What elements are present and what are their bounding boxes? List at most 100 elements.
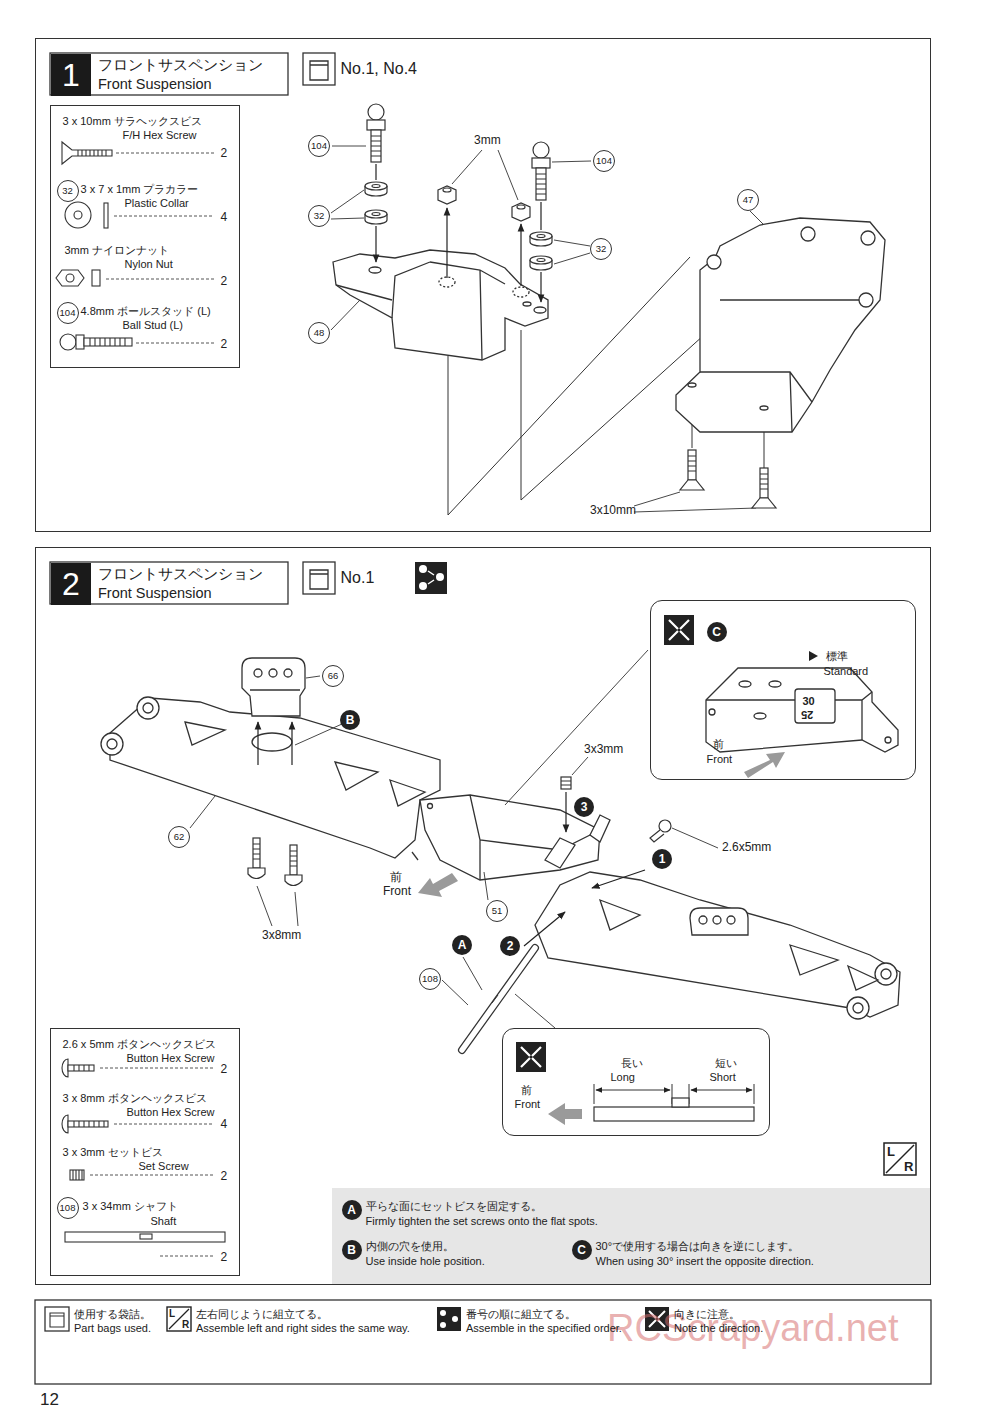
dimension-label: 短い xyxy=(715,1056,737,1070)
left-right-icon xyxy=(884,1143,916,1175)
bulkhead-47 xyxy=(676,218,885,432)
step-panel: 1フロントサスペンションFront SuspensionNo.1, No.43 … xyxy=(35,38,931,532)
callout-number: 66 xyxy=(322,665,344,687)
button-hex-screw xyxy=(248,777,671,886)
legend-icon xyxy=(167,1307,191,1331)
bulkhead-47 xyxy=(760,406,768,410)
detail-box: C標準Standard3025前Front xyxy=(650,600,916,780)
bulkhead-47 xyxy=(707,255,721,269)
count-leader xyxy=(90,1175,214,1176)
leader-line xyxy=(463,957,482,990)
callout-number: 108 xyxy=(419,968,441,990)
assembly-arrow xyxy=(257,722,258,765)
flat-head-screw xyxy=(760,468,768,498)
hinge-block-66 xyxy=(242,658,305,716)
bulkhead-48 xyxy=(513,287,529,297)
leader-line xyxy=(295,892,298,926)
ball-stud xyxy=(536,174,546,194)
button-hex-screw xyxy=(290,851,297,866)
ball-stud xyxy=(532,158,550,168)
hinge-block-66 xyxy=(250,689,300,690)
part-name: Plastic Collar xyxy=(125,196,189,210)
bulkhead-48 xyxy=(333,250,548,360)
bulkhead-47 xyxy=(676,218,885,432)
front-arrow xyxy=(548,1103,582,1125)
assembly-arrow xyxy=(375,164,376,180)
guide-line xyxy=(448,257,690,515)
ball-stud xyxy=(371,130,381,162)
shaft-detail xyxy=(672,1098,689,1107)
direction-icon xyxy=(521,1047,541,1067)
legend-text: Note the direction. xyxy=(674,1321,763,1335)
left-right-letter: L xyxy=(887,1145,895,1159)
count-leader xyxy=(114,216,214,217)
plastic-collar xyxy=(365,182,552,270)
part-count: 2 xyxy=(221,274,228,288)
suspension-mount-51 xyxy=(420,795,610,880)
assembly-arrow xyxy=(565,792,566,832)
shaft-108 xyxy=(492,995,498,1003)
legend-icon xyxy=(440,1322,446,1328)
order-icon xyxy=(436,573,444,581)
step-title: フロントサスペンション xyxy=(98,57,263,74)
part-count: 2 xyxy=(221,337,228,351)
part-spec: 3 x 7 x 1mm プラカラー xyxy=(81,182,199,196)
suspension-arm-right xyxy=(875,963,897,985)
suspension-arm-62 xyxy=(335,762,378,790)
leader-line xyxy=(552,161,591,162)
dimension-label: 長い xyxy=(621,1056,643,1070)
flat-head-screw xyxy=(688,450,696,480)
part-icons xyxy=(74,1065,89,1071)
part-icons xyxy=(84,338,132,346)
assembly-arrow xyxy=(375,226,376,262)
assembly-arrow xyxy=(592,870,645,888)
flat-head-screw xyxy=(760,474,768,489)
leader-line xyxy=(452,150,482,184)
part-count: 2 xyxy=(221,1062,228,1076)
note-text: When using 30° insert the opposite direc… xyxy=(596,1254,814,1268)
part-icons xyxy=(73,1170,82,1180)
part-spec: 3 x 34mm シャフト xyxy=(83,1199,178,1213)
callout-number: 32 xyxy=(590,238,612,260)
angle-mark: 25 xyxy=(801,708,813,722)
callout-number: 32 xyxy=(57,180,79,202)
count-leader xyxy=(106,279,214,280)
bulkhead-47 xyxy=(859,293,873,307)
front-label: Front xyxy=(515,1097,541,1111)
step-panel: 2フロントサスペンションFront SuspensionNo.1C標準Stand… xyxy=(35,547,931,1285)
leader-line xyxy=(190,650,718,1028)
shaft-detail xyxy=(594,1098,754,1121)
assembly-arrow xyxy=(291,722,292,765)
left-right-letter: L xyxy=(169,1308,175,1319)
part-icons xyxy=(140,1234,152,1239)
legend-text: Assemble left and right sides the same w… xyxy=(196,1321,410,1335)
page-number: 12 xyxy=(40,1390,59,1410)
nylon-nut xyxy=(443,188,451,192)
legend-icon xyxy=(169,1309,189,1329)
bulkhead-48 xyxy=(534,307,546,313)
bag-icon xyxy=(303,562,335,594)
standard-marker xyxy=(809,651,818,661)
leader-line xyxy=(442,980,468,1005)
front-label: Front xyxy=(383,884,411,898)
part-icons xyxy=(74,1121,104,1127)
dimension-label: 3x3mm xyxy=(584,742,623,756)
suspension-arm-62 xyxy=(101,697,440,860)
bulkhead-48 xyxy=(333,250,548,360)
part-name: Button Hex Screw xyxy=(127,1051,215,1065)
part-name: Nylon Nut xyxy=(125,257,173,271)
bulkhead-47 xyxy=(700,300,860,432)
leader-line xyxy=(331,218,364,219)
bulkhead-48 xyxy=(523,302,531,306)
parts-list: 3 x 10mm サラヘックスビスF/H Hex Screw2323 x 7 x… xyxy=(50,105,240,368)
part-icons xyxy=(70,1170,84,1180)
part-name: Ball Stud (L) xyxy=(123,318,184,332)
step-title: フロントサスペンション xyxy=(98,566,263,583)
leader-line xyxy=(484,872,488,900)
hinge-block-66 xyxy=(284,669,292,677)
suspension-arm-62 xyxy=(107,739,117,749)
note-text: 内側の穴を使用。 xyxy=(366,1239,454,1253)
part-count: 2 xyxy=(221,1169,228,1183)
legend-text: 番号の順に組立てる。 xyxy=(466,1307,576,1321)
plastic-collar xyxy=(365,210,387,218)
